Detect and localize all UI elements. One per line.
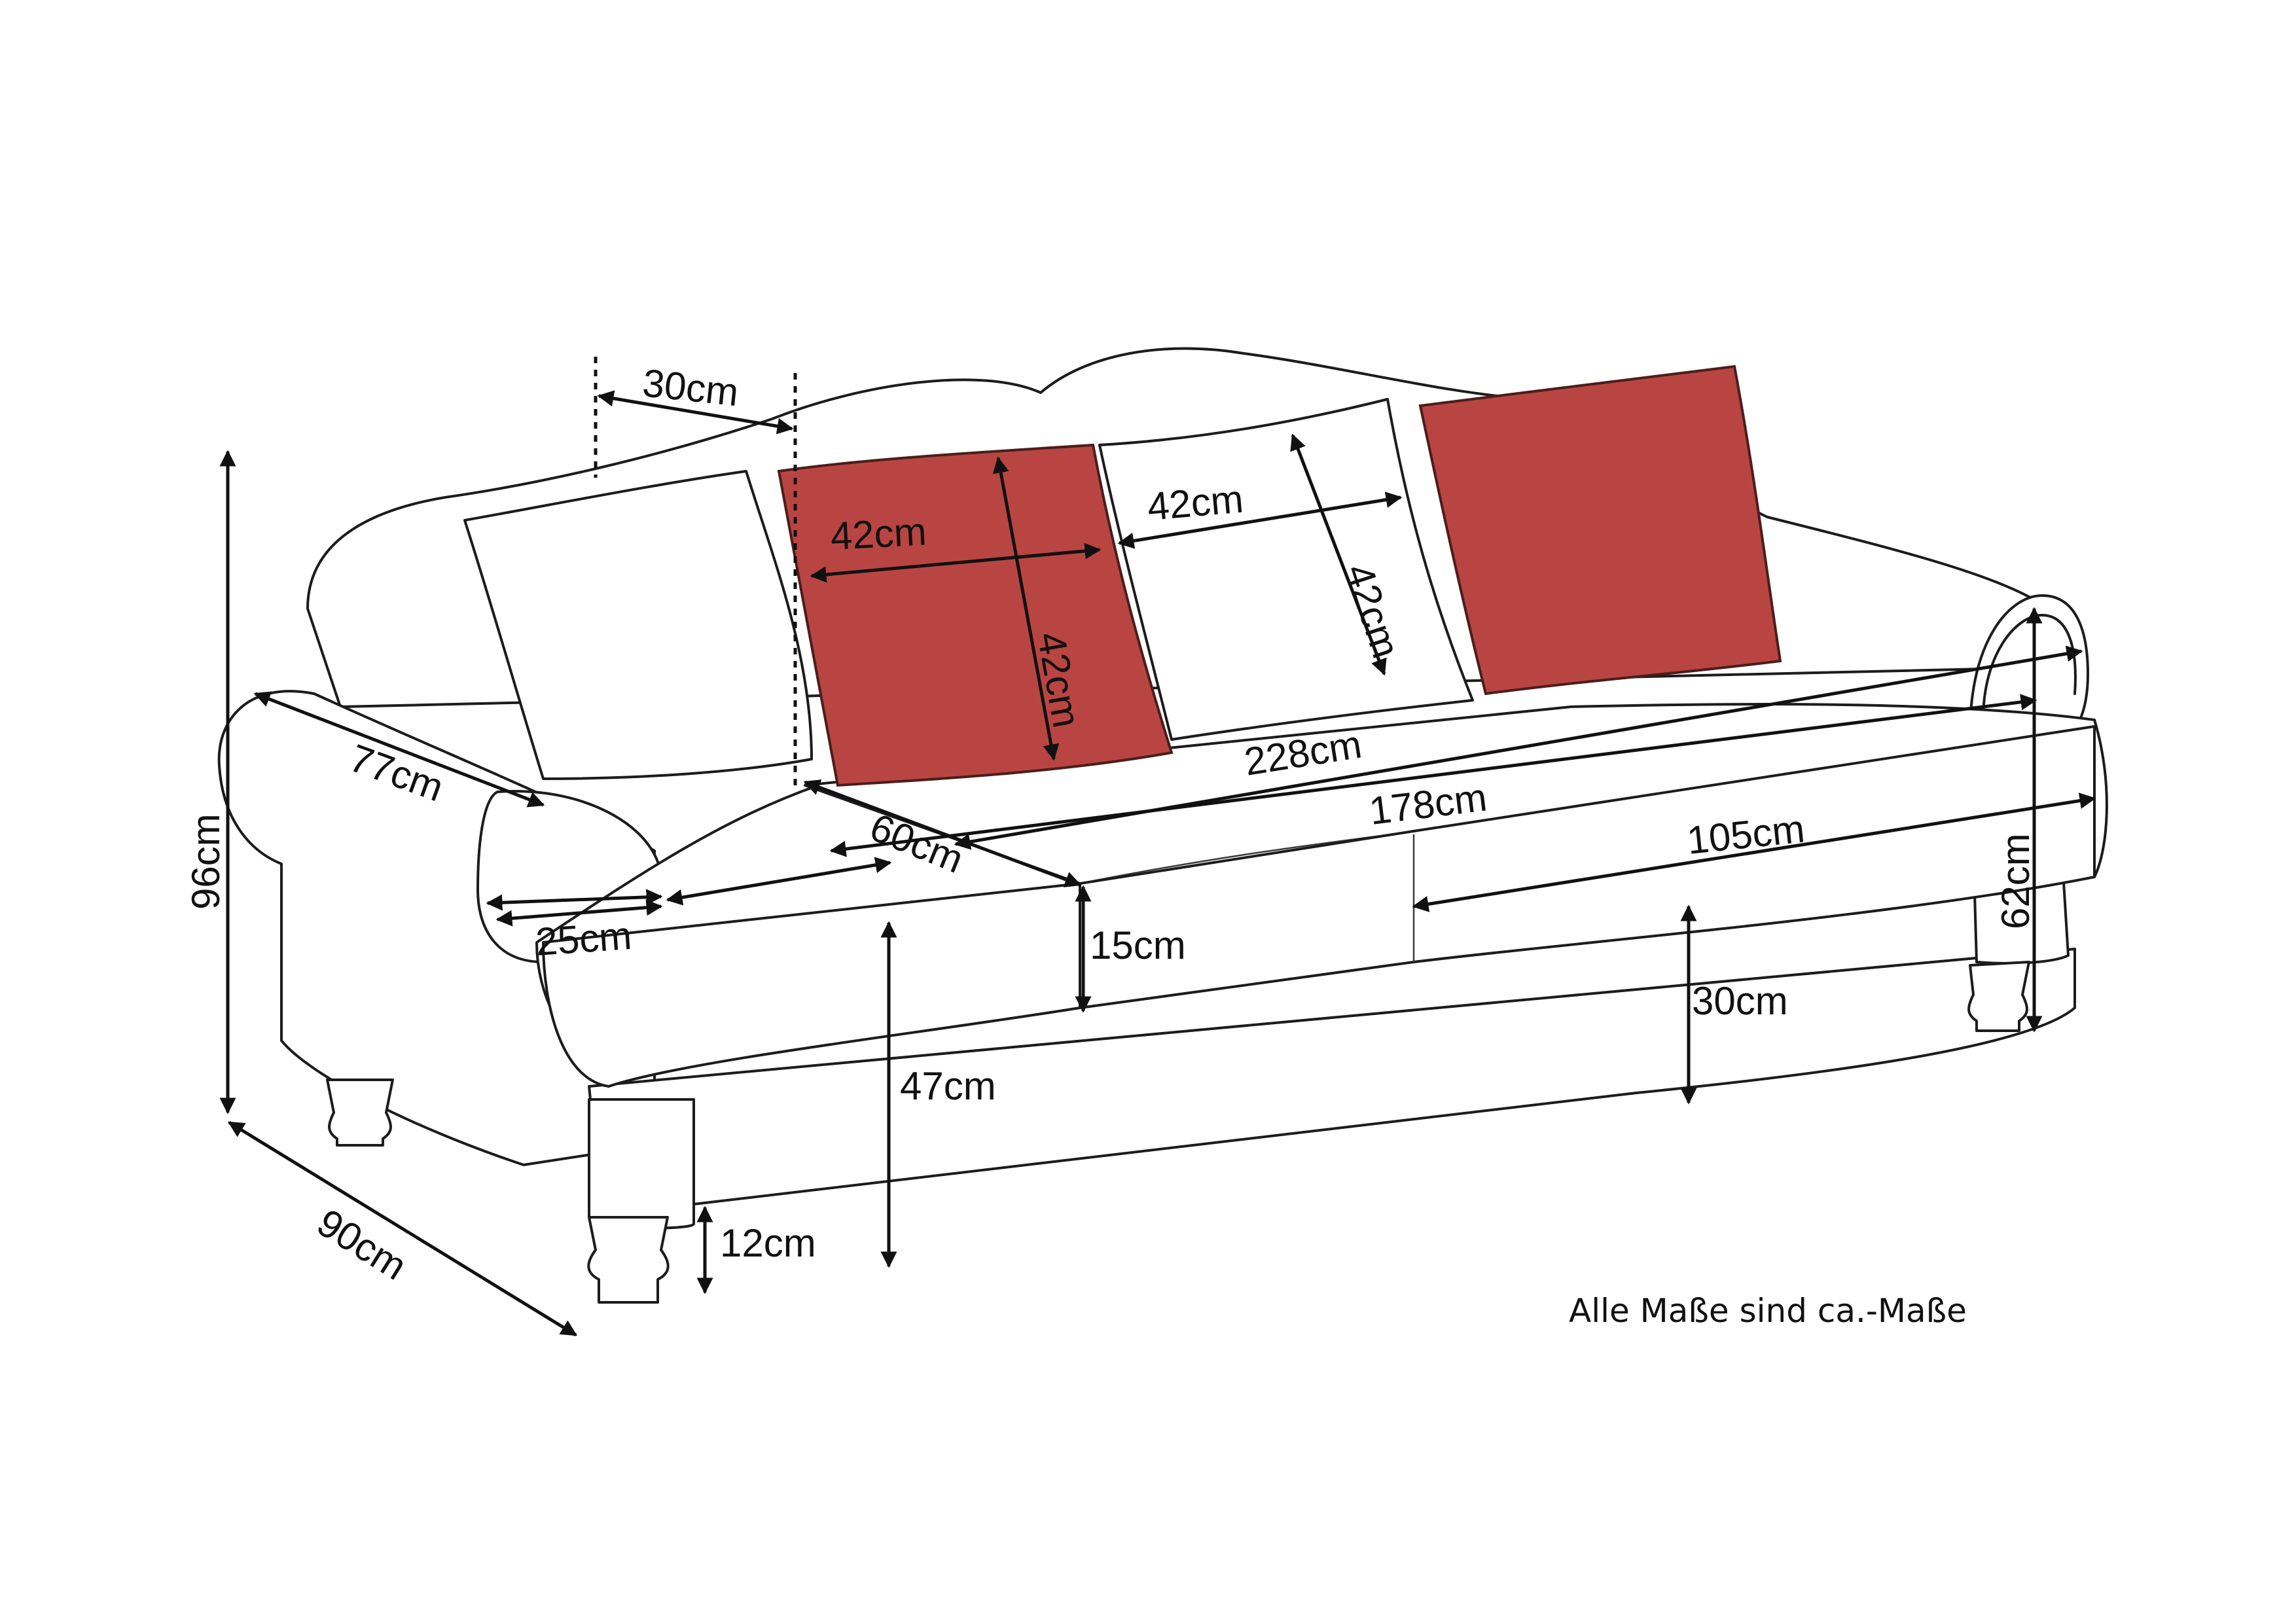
label-cushion-height: 15cm [1090,923,1186,967]
label-total-depth: 90cm [310,1200,414,1289]
sofa-base [588,948,2076,1230]
dimension-lines [219,357,2096,1337]
label-arm-height: 62cm [1994,833,2037,929]
label-leg-height: 12cm [720,1221,816,1265]
label-total-height: 96cm [184,813,228,910]
red-pillow-right [1418,365,1782,696]
label-back-cushion-depth: 30cm [641,361,741,414]
label-pillow-left-width: 42cm [829,509,927,558]
label-seat-height: 47cm [900,1064,996,1108]
label-frame-height: 30cm [1692,979,1788,1023]
label-arm-width: 25cm [534,914,633,964]
label-pillow-right-width: 42cm [1145,476,1245,529]
approximate-dimensions-note: Alle Maße sind ca.-Maße [1569,1292,1967,1330]
white-pillow-left [463,470,813,780]
